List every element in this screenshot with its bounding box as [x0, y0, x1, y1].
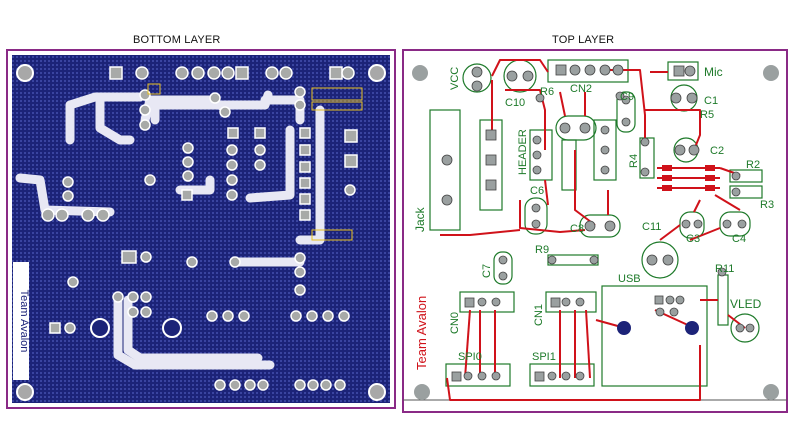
top-pads [441, 64, 755, 382]
label-c9: C9 [620, 91, 634, 103]
label-r5: R5 [700, 109, 714, 121]
bottom-silk-yellow [147, 83, 363, 241]
label-usb: USB [618, 273, 641, 285]
label-cn2: CN2 [570, 83, 592, 95]
label-vled: VLED [730, 297, 762, 311]
label-c2: C2 [710, 145, 724, 157]
bottom-large-pads [90, 318, 182, 338]
label-c7: C7 [481, 264, 493, 278]
bottom-layer-title: BOTTOM LAYER [133, 34, 221, 46]
top-layer-title: TOP LAYER [552, 34, 615, 46]
bottom-pads [41, 66, 358, 391]
label-vcc: VCC [449, 67, 461, 90]
top-mount-holes [412, 65, 779, 400]
label-c3: C3 [686, 233, 700, 245]
label-c4: C4 [732, 233, 746, 245]
label-mic: Mic [704, 65, 723, 79]
bottom-team-label: Team Avalon [13, 262, 30, 380]
label-r4: R4 [628, 154, 640, 168]
svg-text:Team Avalon: Team Avalon [18, 290, 30, 353]
label-c10: C10 [505, 97, 525, 109]
label-r11: R11 [715, 263, 734, 275]
label-cn1: CN1 [533, 304, 545, 326]
label-cn0: CN0 [449, 312, 461, 334]
top-copper-traces [440, 59, 746, 401]
bottom-mount-holes [16, 64, 386, 401]
label-spi0: SPI0 [458, 351, 482, 363]
label-jack: Jack [413, 206, 427, 232]
label-r2: R2 [746, 159, 760, 171]
top-silk-labels: VCC C10 R6 CN2 C9 Mic C1 HEADER R5 C2 R4… [413, 65, 774, 363]
label-c1: C1 [704, 95, 718, 107]
top-usb-large-pads [617, 321, 699, 335]
label-r6: R6 [540, 86, 554, 98]
label-c11: C11 [642, 221, 661, 233]
label-spi1: SPI1 [532, 351, 556, 363]
label-r3: R3 [760, 199, 774, 211]
label-c8: C8 [570, 223, 584, 235]
label-r9: R9 [535, 244, 549, 256]
label-c6: C6 [530, 185, 544, 197]
label-header: HEADER [517, 129, 529, 175]
top-team-label: Team Avalon [414, 296, 429, 370]
